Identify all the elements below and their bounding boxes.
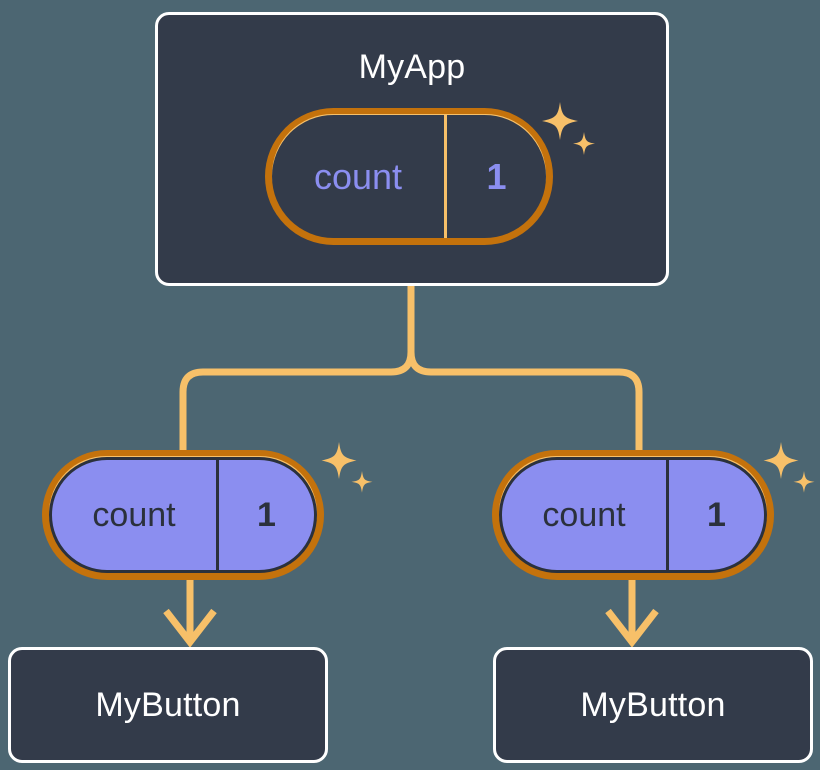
connector-branch-left: [179, 348, 415, 459]
state-pill-root[interactable]: count 1: [265, 108, 553, 245]
arrow-head-left: [163, 608, 217, 648]
component-title-mybutton: MyButton: [95, 685, 241, 724]
state-key-label: count: [502, 460, 669, 570]
component-box-mybutton-left: MyButton: [8, 647, 328, 763]
state-value-label: 1: [707, 495, 726, 534]
state-pill-body: count 1: [49, 457, 317, 573]
component-box-mybutton-right: MyButton: [493, 647, 813, 763]
state-value-label: 1: [257, 495, 276, 534]
state-key-label: count: [52, 460, 219, 570]
state-pill-body: count 1: [272, 115, 546, 238]
state-value-label: 1: [486, 155, 507, 197]
connector-branch-right: [407, 348, 643, 459]
state-pill-child-left[interactable]: count 1: [42, 450, 324, 580]
state-pill-child-right[interactable]: count 1: [492, 450, 774, 580]
component-title-mybutton: MyButton: [580, 685, 726, 724]
component-title-myapp: MyApp: [358, 48, 466, 86]
arrow-head-right: [605, 608, 659, 648]
state-pill-body: count 1: [499, 457, 767, 573]
state-key-label: count: [272, 115, 447, 238]
